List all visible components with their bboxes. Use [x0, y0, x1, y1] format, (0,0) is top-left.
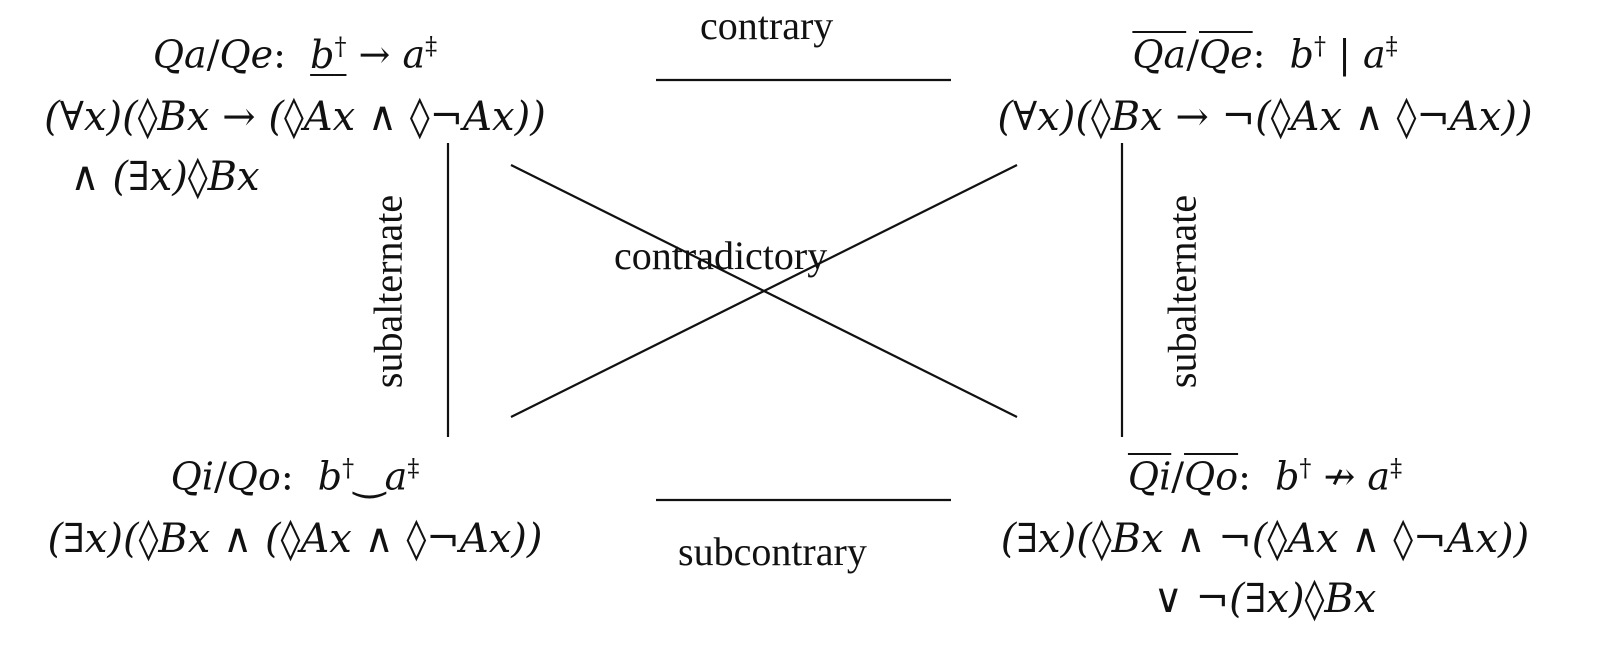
- corner-heading: Qi/Qo: b† ↛ a‡: [945, 440, 1585, 505]
- relation-symbol: ↛: [1323, 454, 1356, 499]
- left-term: b: [1275, 454, 1300, 499]
- corner-bottom-left: Qi/Qo: b†‿a‡ (∃x)(◊Bx ∧ (◊Ax ∧ ◊¬Ax)): [0, 440, 615, 567]
- left-term-mark: †: [1299, 454, 1312, 482]
- formula-line-2: ∨ ¬(∃x)◊Bx: [1153, 575, 1377, 622]
- contradictory-label: contradictory: [614, 233, 828, 278]
- right-term-mark: ‡: [1385, 32, 1398, 60]
- left-term-mark: †: [1313, 32, 1326, 60]
- contrary-label: contrary: [700, 3, 834, 48]
- colon: :: [1252, 32, 1266, 77]
- relation-symbol: →: [358, 32, 391, 77]
- right-term-mark: ‡: [1390, 454, 1403, 482]
- form-name-separator: /: [1171, 454, 1185, 499]
- left-term: b: [310, 32, 335, 77]
- corner-top-right: Qa/Qe: b† | a‡ (∀x)(◊Bx → ¬(◊Ax ∧ ◊¬Ax)): [945, 18, 1585, 145]
- form-name-b: Qe: [1199, 32, 1253, 77]
- subalternate-left-label: subalternate: [365, 194, 411, 389]
- relation-symbol: |: [1338, 32, 1351, 77]
- corner-bottom-right: Qi/Qo: b† ↛ a‡ (∃x)(◊Bx ∧ ¬(◊Ax ∧ ◊¬Ax))…: [945, 440, 1585, 627]
- formula-line-1: (∃x)(◊Bx ∧ ¬(◊Ax ∧ ◊¬Ax)): [1000, 515, 1530, 562]
- corner-heading: Qi/Qo: b†‿a‡: [0, 440, 615, 505]
- formula-line-1: (∀x)(◊Bx → (◊Ax ∧ ◊¬Ax)): [44, 93, 546, 140]
- form-name-a: Qi: [170, 454, 214, 499]
- colon: :: [273, 32, 286, 77]
- left-term: b: [317, 454, 343, 499]
- form-name-a: Qa: [152, 32, 207, 77]
- contradictory-line-b: [510, 164, 1018, 418]
- form-name-b: Qe: [219, 32, 274, 77]
- right-term-mark: ‡: [425, 32, 438, 60]
- colon: :: [280, 454, 294, 499]
- form-name-separator: /: [213, 454, 227, 499]
- right-term: a: [1367, 454, 1391, 499]
- form-name-b: Qo: [1184, 454, 1239, 499]
- right-term: a: [402, 32, 426, 77]
- left-term: b: [1289, 32, 1314, 77]
- colon: :: [1238, 454, 1251, 499]
- relation-symbol: ‿: [354, 454, 385, 499]
- formula-line-1: (∀x)(◊Bx → ¬(◊Ax ∧ ◊¬Ax)): [997, 93, 1533, 140]
- right-term: a: [1362, 32, 1386, 77]
- corner-heading: Qa/Qe: b† → a‡: [0, 18, 615, 83]
- form-name-a: Qi: [1127, 454, 1172, 499]
- formula-line-1: (∃x)(◊Bx ∧ (◊Ax ∧ ◊¬Ax)): [47, 515, 543, 562]
- right-term: a: [384, 454, 408, 499]
- form-name-b: Qo: [226, 454, 281, 499]
- right-term-mark: ‡: [407, 454, 420, 482]
- left-term-mark: †: [342, 454, 355, 482]
- form-name-separator: /: [206, 32, 220, 77]
- subcontrary-label: subcontrary: [678, 529, 867, 574]
- corner-heading: Qa/Qe: b† | a‡: [945, 18, 1585, 83]
- formula-line-2: ∧ (∃x)◊Bx: [70, 153, 260, 200]
- form-name-separator: /: [1186, 32, 1199, 77]
- subalternate-right-label: subalternate: [1159, 194, 1205, 389]
- form-name-a: Qa: [1132, 32, 1187, 77]
- corner-top-left: Qa/Qe: b† → a‡ (∀x)(◊Bx → (◊Ax ∧ ◊¬Ax)) …: [0, 18, 615, 205]
- left-term-mark: †: [334, 32, 347, 60]
